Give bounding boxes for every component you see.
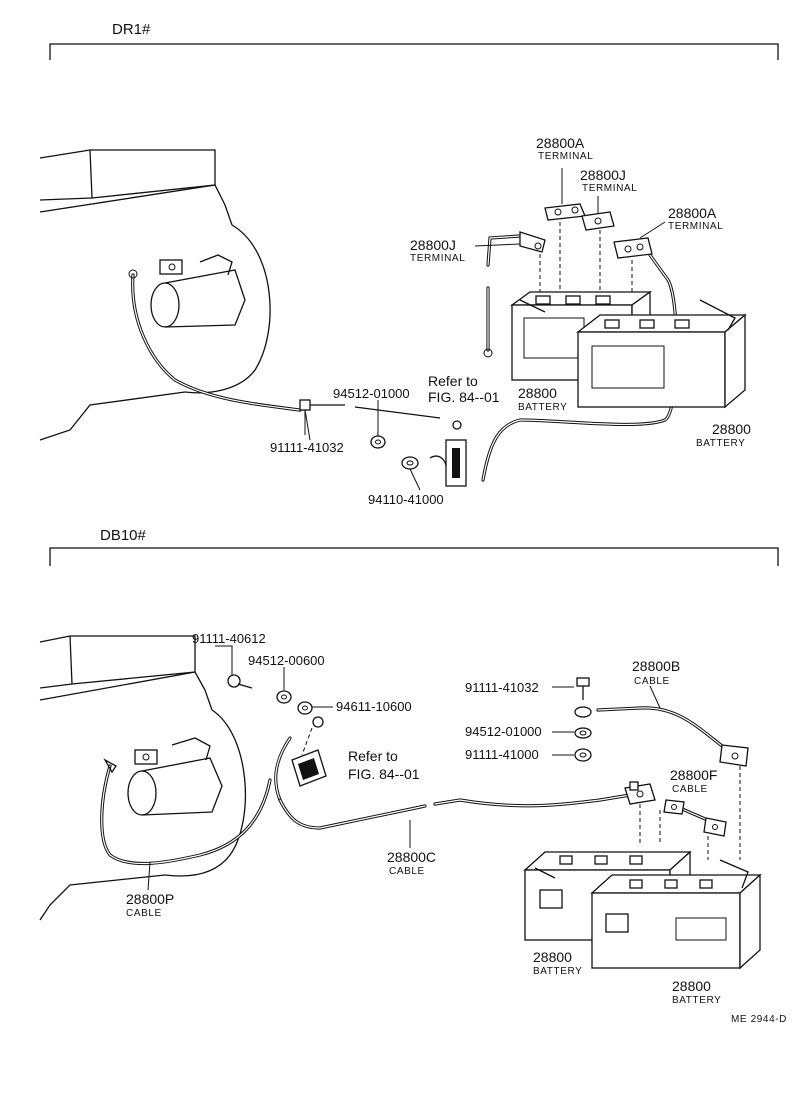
terminal-j1-pn: 28800J [410,237,456,253]
section-title-dr1: DR1# [112,21,151,38]
terminal-a1-pn: 28800A [536,135,585,151]
terminal-j1-top [519,231,546,253]
engine-block-top [39,149,271,441]
cable-28800b-nm: CABLE [634,676,670,687]
refer-to-top-l1: Refer to [428,373,478,389]
washer-bottom [276,690,292,704]
cable-28800b-terminal [719,744,749,767]
nut-label-top: 94110-41000 [368,492,444,507]
relay-bracket-top [429,420,467,487]
terminal-j2-nm: TERMINAL [582,183,637,194]
starter-motor-top [150,254,246,328]
section-bracket-top [49,43,779,60]
battery-2-nm-bottom: BATTERY [672,995,721,1006]
cable-28800p-nm: CABLE [126,908,162,919]
battery-2-pn-bottom: 28800 [672,978,711,994]
bolt-bottom [227,674,253,689]
refer-to-bottom-l2: FIG. 84--01 [348,766,420,782]
bolt-label-bottom: 91111-40612 [192,631,266,646]
washer2-bottom [574,727,592,739]
section-title-db10: DB10# [100,527,147,544]
terminal-a2-nm: TERMINAL [668,221,723,232]
refer-to-bottom-l1: Refer to [348,748,398,764]
nut2-label-bottom: 91111-41000 [465,747,539,762]
nut2-bottom [574,748,592,762]
nut-bottom [297,701,313,715]
ground-terminal-eye [128,269,138,279]
terminal-a2-top [613,237,653,259]
battery-1-pn-top: 28800 [518,385,557,401]
engine-block-bottom [39,635,247,921]
terminal-j1-cable [486,234,522,267]
cable-28800c [278,798,427,830]
relay-bottom [291,716,327,787]
rod-top [354,406,441,419]
terminal-a2-pn: 28800A [668,205,717,221]
cable-28800f-terminals [663,799,727,837]
terminal-28800c-end [624,781,656,805]
section-db10: DB10# 28800P CABLE [39,527,779,1006]
battery-2-nm-top: BATTERY [696,438,745,449]
terminal-j1-nm: TERMINAL [410,253,465,264]
cable-28800b [596,706,732,754]
battery-2-bottom [590,859,762,970]
battery-2-pn-top: 28800 [712,421,751,437]
cable-28800c-nm: CABLE [389,866,425,877]
nut-leader-top [409,468,421,491]
washer2-label-bottom: 94512-01000 [465,724,542,739]
bolt2-label-bottom: 91111-41032 [465,680,539,695]
section-dr1: DR1# 91111-41032 [39,21,779,507]
battery-2-top [576,299,747,409]
starter-motor-bottom [127,737,223,816]
washer-top [370,435,386,449]
battery-1-nm-bottom: BATTERY [533,966,582,977]
cable-28800p-leader [147,861,151,891]
bolt-label-top: 91111-41032 [270,440,344,455]
terminal-a1-top [544,203,586,221]
battery-1-pn-bottom: 28800 [533,949,572,965]
terminal-j1-leader [474,243,521,247]
cable-28800c-pn: 28800C [387,849,436,865]
terminal-j2-top [581,211,615,231]
washer-label-bottom: 94512-00600 [248,653,325,668]
terminal-a1-nm: TERMINAL [538,151,593,162]
bolt-leader-top [304,409,311,441]
nut-label-bottom: 94611-10600 [336,699,412,714]
section-bracket-bottom [49,547,779,566]
cable-28800b-eye [574,706,592,718]
terminal-j2-pn: 28800J [580,167,626,183]
bolt2-bottom [576,677,590,700]
cable-28800f-pn: 28800F [670,767,717,783]
cable-28800p-pn: 28800P [126,891,174,907]
battery-1-nm-top: BATTERY [518,402,567,413]
washer-label-top: 94512-01000 [333,386,410,401]
cable-28800b-pn: 28800B [632,658,680,674]
relay-feed-cable [274,736,292,802]
figure-code: ME 2944-D [731,1014,787,1025]
refer-to-top-l2: FIG. 84--01 [428,389,500,405]
nut-top [401,456,419,470]
cable-28800f-nm: CABLE [672,784,708,795]
